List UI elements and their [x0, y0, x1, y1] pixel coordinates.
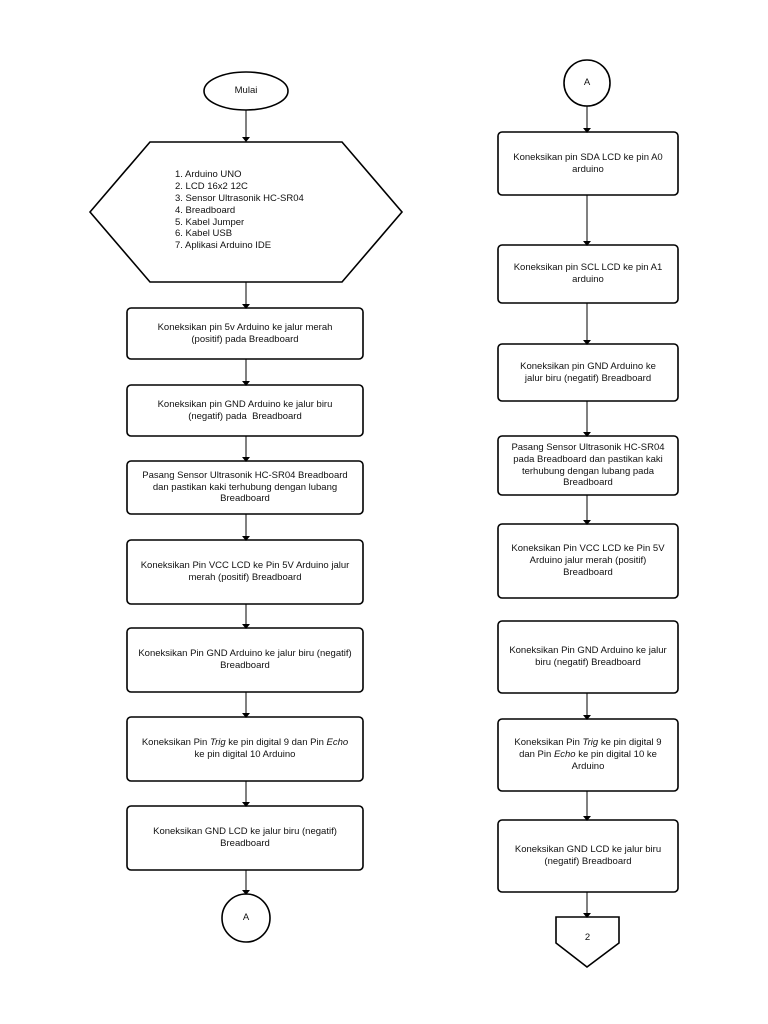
- process-r7-text-a: Koneksikan Pin: [514, 737, 583, 749]
- start-text: Mulai: [234, 85, 258, 97]
- process-l7-line2: Breadboard: [220, 838, 270, 849]
- materials-list: 1. Arduino UNO 2. LCD 16x2 12C 3. Sensor…: [175, 169, 304, 252]
- connector-a-out-text: A: [242, 912, 250, 924]
- process-box-r2: [497, 244, 679, 304]
- materials-preparation-hexagon: [88, 141, 404, 283]
- process-r7-text-b2: ke pin digital 10 ke: [575, 749, 657, 761]
- process-r7-trig: Trig: [582, 737, 599, 749]
- process-l6-trig: Trig: [209, 737, 226, 749]
- process-text-r7: Koneksikan Pin Trig ke pin digital 9 dan…: [498, 719, 678, 791]
- process-l3-line1: Pasang Sensor Ultrasonik HC-SR04 Breadbo…: [142, 469, 348, 481]
- process-box-l6: [126, 716, 364, 782]
- process-l6-line1: Koneksikan Pin Trig ke pin digital 9 dan…: [142, 737, 348, 749]
- process-box-l5: [126, 627, 364, 693]
- process-text-r3: Koneksikan pin GND Arduino ke jalur biru…: [498, 344, 678, 401]
- start-label: Mulai: [204, 72, 288, 110]
- process-l2-line1: Koneksikan pin GND Arduino ke jalur biru: [157, 398, 333, 410]
- process-r4-line1: Pasang Sensor Ultrasonik HC-SR04: [511, 441, 665, 453]
- process-r6-line2: biru (negatif) Breadboard: [535, 657, 641, 668]
- process-r3-line2: jalur biru (negatif) Breadboard: [524, 372, 652, 384]
- process-l1-line1: Koneksikan pin 5v Arduino ke jalur merah: [157, 321, 333, 333]
- materials-item-6: 6. Kabel USB: [175, 228, 233, 240]
- process-text-l1: Koneksikan pin 5v Arduino ke jalur merah…: [127, 308, 363, 359]
- right-arrows: [583, 106, 591, 918]
- materials-item-3: 3. Sensor Ultrasonik HC-SR04: [175, 192, 304, 204]
- process-r4-line3: terhubung dengan lubang pada: [521, 465, 655, 477]
- process-box-r5: [497, 523, 679, 599]
- process-r4-line4: Breadboard: [563, 477, 613, 489]
- connector-a-in-text: A: [583, 77, 591, 89]
- process-l6-text-a: Koneksikan Pin: [141, 737, 210, 749]
- process-l6-line2: ke pin digital 10 Arduino: [194, 749, 296, 760]
- materials-item-5: 5. Kabel Jumper: [175, 216, 245, 228]
- process-r8-line1: Koneksikan GND LCD ke jalur biru: [514, 844, 662, 856]
- process-r2-line1: Koneksikan pin SCL LCD ke pin A1: [513, 262, 663, 274]
- process-box-l1: [126, 307, 364, 360]
- process-l6-text-mid: ke pin digital 9 dan Pin: [225, 737, 327, 749]
- process-text-l5: Koneksikan Pin GND Arduino ke jalur biru…: [127, 628, 363, 692]
- process-text-l3: Pasang Sensor Ultrasonik HC-SR04 Breadbo…: [127, 461, 363, 514]
- process-l6-echo: Echo: [326, 737, 349, 749]
- connector-a-in-label: A: [564, 60, 610, 106]
- process-text-r5: Koneksikan Pin VCC LCD ke Pin 5V Arduino…: [498, 524, 678, 598]
- process-l7-line1: Koneksikan GND LCD ke jalur biru (negati…: [153, 826, 337, 838]
- process-r7-echo: Echo: [553, 749, 576, 761]
- process-r5-line2: Arduino jalur merah (positif): [529, 555, 647, 567]
- process-box-r3: [497, 343, 679, 402]
- process-text-r4: Pasang Sensor Ultrasonik HC-SR04 pada Br…: [498, 436, 678, 495]
- process-box-r7: [497, 718, 679, 792]
- process-text-r1: Koneksikan pin SDA LCD ke pin A0 arduino: [498, 132, 678, 195]
- process-r7-text-mid: ke pin digital 9: [598, 737, 662, 749]
- process-r7-line3: Arduino: [571, 760, 605, 772]
- materials-item-2: 2. LCD 16x2 12C: [175, 180, 248, 192]
- process-box-l2: [126, 384, 364, 437]
- process-box-r4: [497, 435, 679, 496]
- connector-2-label: 2: [556, 922, 619, 954]
- process-r3-line1: Koneksikan pin GND Arduino ke: [520, 360, 656, 372]
- process-box-r1: [497, 131, 679, 196]
- connector-2-text: 2: [584, 932, 591, 944]
- materials-item-4: 4. Breadboard: [175, 204, 236, 216]
- process-box-r8: [497, 819, 679, 893]
- process-box-l7: [126, 805, 364, 871]
- process-text-r8: Koneksikan GND LCD ke jalur biru (negati…: [498, 820, 678, 892]
- process-r7-text-b1: dan Pin: [519, 749, 554, 761]
- process-r7-line1: Koneksikan Pin Trig ke pin digital 9: [514, 737, 661, 749]
- process-r5-line1: Koneksikan Pin VCC LCD ke Pin 5V: [511, 543, 665, 555]
- process-r5-line3: Breadboard: [563, 566, 613, 578]
- process-text-l4: Koneksikan Pin VCC LCD ke Pin 5V Arduino…: [127, 540, 363, 604]
- process-text-l6: Koneksikan Pin Trig ke pin digital 9 dan…: [127, 717, 363, 781]
- process-r1-line1: Koneksikan pin SDA LCD ke pin A0: [513, 151, 663, 163]
- process-r6-line1: Koneksikan Pin GND Arduino ke jalur: [509, 645, 667, 657]
- materials-item-7: 7. Aplikasi Arduino IDE: [175, 240, 272, 252]
- process-box-l4: [126, 539, 364, 605]
- process-text-l2: Koneksikan pin GND Arduino ke jalur biru…: [127, 385, 363, 436]
- process-l4-line2: merah (positif) Breadboard: [188, 572, 302, 583]
- offpage-connector-2: [555, 916, 620, 969]
- connector-a-out-label: A: [222, 894, 270, 942]
- process-l2-line2: (negatif) pada Breadboard: [188, 410, 302, 422]
- process-l3-line2: dan pastikan kaki terhubung dengan luban…: [152, 481, 338, 493]
- process-r7-line2: dan Pin Echo ke pin digital 10 ke: [514, 749, 661, 761]
- process-r2-line2: arduino: [572, 274, 604, 285]
- process-r4-line2: pada Breadboard dan pastikan kaki: [513, 453, 663, 465]
- process-l1-line2: (positif) pada Breadboard: [191, 333, 299, 345]
- process-l4-line1: Koneksikan Pin VCC LCD ke Pin 5V Arduino…: [140, 560, 350, 572]
- process-text-l7: Koneksikan GND LCD ke jalur biru (negati…: [127, 806, 363, 870]
- process-l5-line1: Koneksikan Pin GND Arduino ke jalur biru…: [138, 648, 352, 660]
- materials-item-1: 1. Arduino UNO: [175, 169, 242, 180]
- process-r8-line2: (negatif) Breadboard: [544, 856, 632, 867]
- process-text-r6: Koneksikan Pin GND Arduino ke jalur biru…: [498, 621, 678, 693]
- process-l3-line3: Breadboard: [220, 493, 270, 505]
- left-arrows: [242, 110, 250, 895]
- process-box-l3: [126, 460, 364, 515]
- process-box-r6: [497, 620, 679, 694]
- process-text-r2: Koneksikan pin SCL LCD ke pin A1 arduino: [498, 245, 678, 303]
- process-r1-line2: arduino: [572, 163, 604, 175]
- process-l5-line2: Breadboard: [220, 660, 270, 671]
